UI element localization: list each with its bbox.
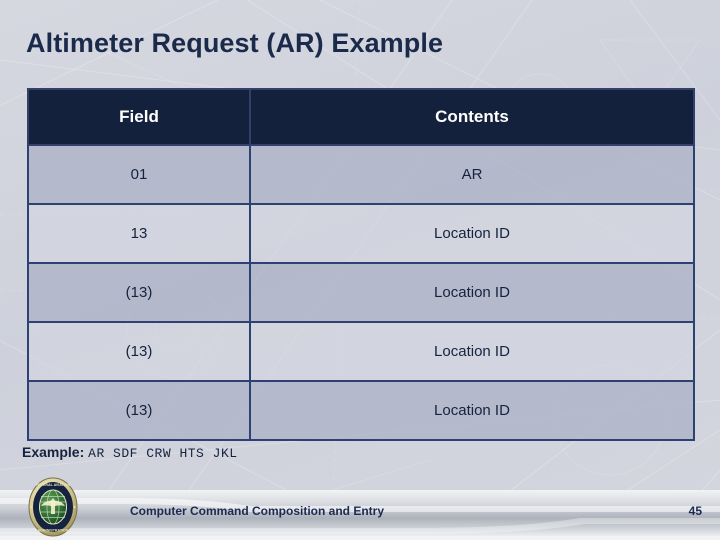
cell-field: (13) bbox=[27, 262, 251, 323]
cell-contents: Location ID bbox=[249, 380, 695, 441]
table-row: (13) Location ID bbox=[27, 321, 695, 382]
cell-contents: AR bbox=[249, 144, 695, 205]
cell-field: 01 bbox=[27, 144, 251, 205]
example-line: Example: AR SDF CRW HTS JKL bbox=[22, 444, 238, 461]
cell-contents: Location ID bbox=[249, 262, 695, 323]
page-number: 45 bbox=[688, 504, 702, 518]
footer-bar: Computer Command Composition and Entry 4… bbox=[0, 490, 720, 540]
svg-text:ADMINISTRATION: ADMINISTRATION bbox=[38, 529, 69, 533]
footer-title: Computer Command Composition and Entry bbox=[130, 504, 385, 518]
example-codes: AR SDF CRW HTS JKL bbox=[88, 446, 238, 461]
cell-field: (13) bbox=[27, 321, 251, 382]
column-header-field: Field bbox=[27, 88, 251, 146]
cell-contents: Location ID bbox=[249, 203, 695, 264]
table-row: (13) Location ID bbox=[27, 262, 695, 323]
cell-contents: Location ID bbox=[249, 321, 695, 382]
table-row: (13) Location ID bbox=[27, 380, 695, 441]
svg-text:FEDERAL AVIATION: FEDERAL AVIATION bbox=[36, 483, 71, 487]
table-row: 01 AR bbox=[27, 144, 695, 205]
table-row: 13 Location ID bbox=[27, 203, 695, 264]
example-label: Example: bbox=[22, 444, 85, 460]
cell-field: 13 bbox=[27, 203, 251, 264]
cell-field: (13) bbox=[27, 380, 251, 441]
field-contents-table: Field Contents 01 AR 13 Location ID (13)… bbox=[27, 88, 695, 441]
column-header-contents: Contents bbox=[249, 88, 695, 146]
table-header-row: Field Contents bbox=[27, 88, 695, 146]
page-title: Altimeter Request (AR) Example bbox=[26, 28, 444, 58]
faa-seal-icon: FEDERAL AVIATION ADMINISTRATION bbox=[22, 476, 84, 538]
